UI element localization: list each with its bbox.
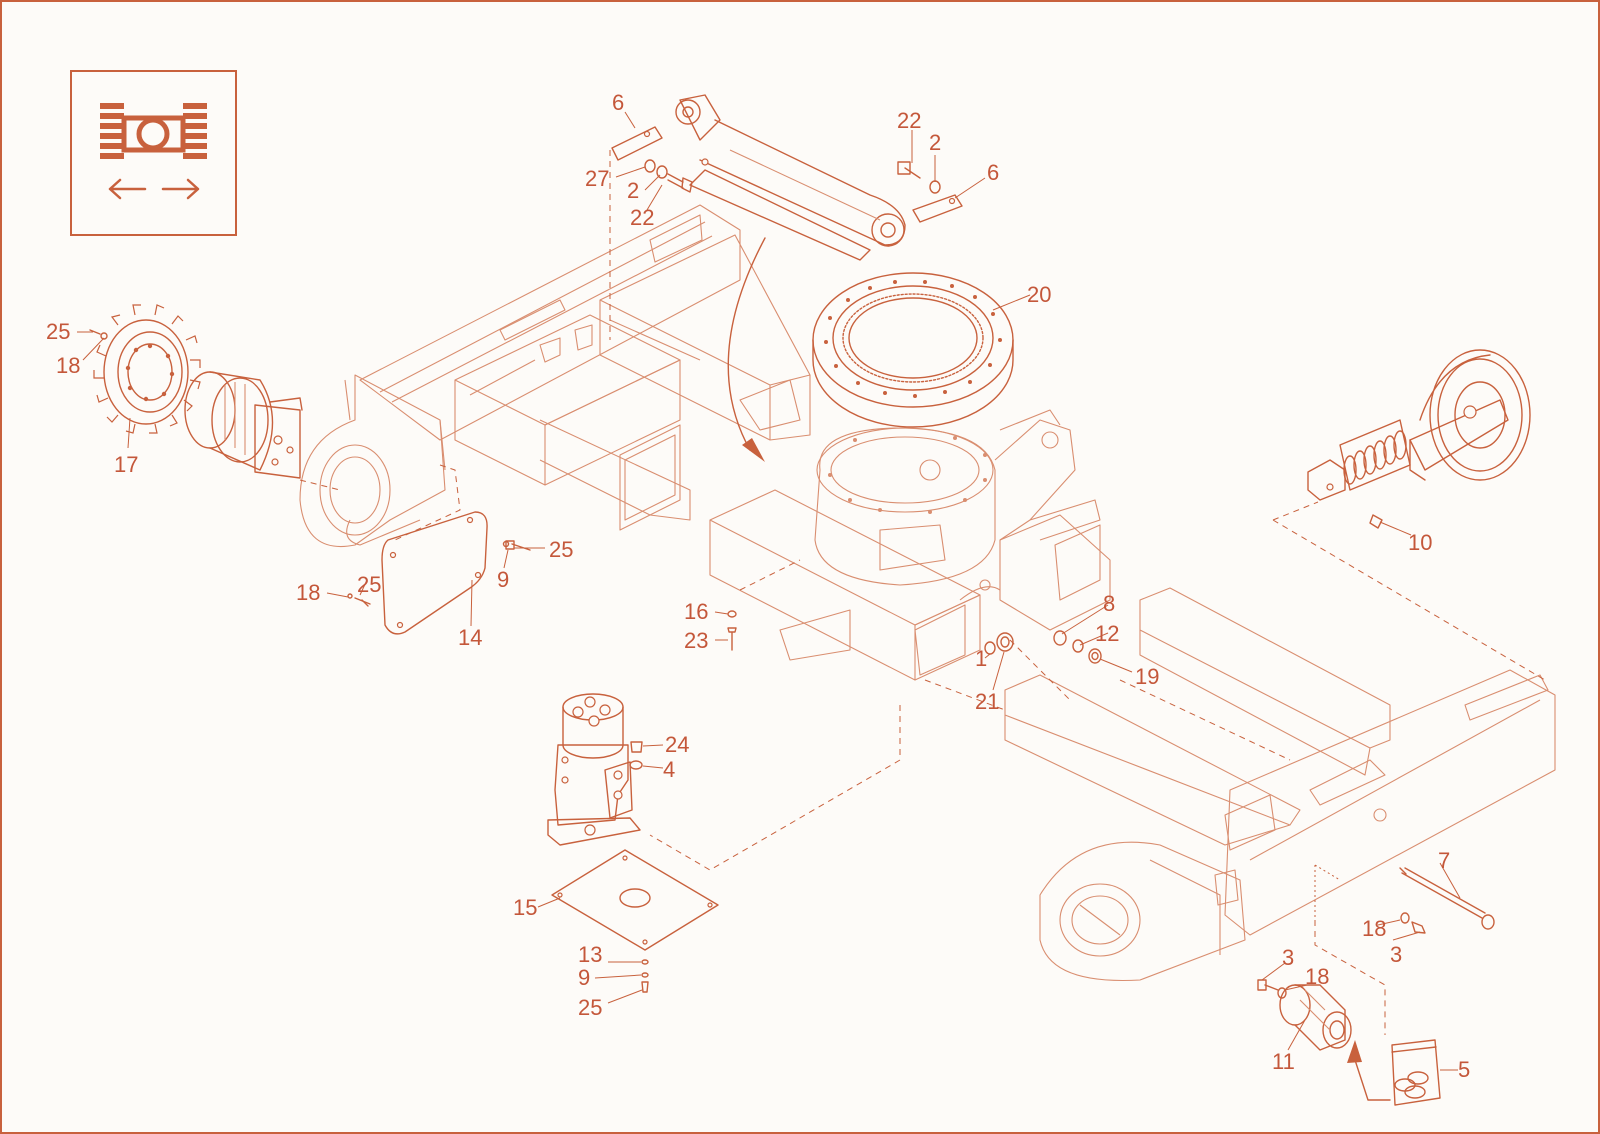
right-track-frame <box>1004 587 1556 982</box>
callout-numbers: 6 27 2 22 22 2 6 20 25 18 17 25 9 18 25 … <box>46 90 1470 1082</box>
callout-leaders <box>77 111 1461 1071</box>
callout-25: 25 <box>357 572 381 597</box>
callout-6: 6 <box>987 160 999 185</box>
callout-14: 14 <box>458 625 482 650</box>
callout-4: 4 <box>663 757 675 782</box>
callout-24: 24 <box>665 732 689 757</box>
turntable-housing <box>814 409 1076 586</box>
callout-23: 23 <box>684 628 708 653</box>
gasket-plate <box>551 849 719 951</box>
callout-10: 10 <box>1408 530 1432 555</box>
callout-18: 18 <box>296 580 320 605</box>
drive-sprocket <box>93 304 201 434</box>
callout-18: 18 <box>1362 916 1386 941</box>
callout-22: 22 <box>897 108 921 133</box>
cover-plate <box>381 511 488 635</box>
callout-25: 25 <box>46 319 70 344</box>
install-direction-arrow <box>727 237 766 462</box>
callout-22: 22 <box>630 205 654 230</box>
callout-6: 6 <box>612 90 624 115</box>
callout-12: 12 <box>1095 621 1119 646</box>
callout-8: 8 <box>1103 591 1115 616</box>
callout-2: 2 <box>929 130 941 155</box>
callout-7: 7 <box>1438 848 1450 873</box>
callout-2: 2 <box>627 178 639 203</box>
idler-wheel-assembly <box>1307 349 1531 501</box>
rotary-joint <box>547 693 641 846</box>
callout-18: 18 <box>1305 964 1329 989</box>
small-fasteners <box>89 126 1495 999</box>
callout-11: 11 <box>1272 1049 1295 1074</box>
callout-25: 25 <box>549 537 573 562</box>
callout-19: 19 <box>1135 664 1159 689</box>
center-cross-beam <box>709 489 1111 681</box>
callout-5: 5 <box>1458 1057 1470 1082</box>
center-frame-beams <box>454 234 811 531</box>
callout-27: 27 <box>585 166 609 191</box>
left-track-frame <box>299 204 741 547</box>
assembly-guide-lines <box>299 150 1546 1035</box>
callout-21: 21 <box>975 689 999 714</box>
blade-cylinder <box>675 94 906 261</box>
callout-3: 3 <box>1282 945 1294 970</box>
callout-16: 16 <box>684 599 708 624</box>
callout-18: 18 <box>56 353 80 378</box>
callout-13: 13 <box>578 942 602 967</box>
callout-9: 9 <box>497 567 509 592</box>
parts-bag <box>1347 1039 1441 1106</box>
slewing-ring <box>812 272 1014 428</box>
callout-9: 9 <box>578 965 590 990</box>
callout-25: 25 <box>578 995 602 1020</box>
track-roller <box>1279 984 1352 1051</box>
callout-3: 3 <box>1390 942 1402 967</box>
callout-15: 15 <box>513 895 537 920</box>
callout-17: 17 <box>114 452 138 477</box>
travel-motor <box>184 371 303 479</box>
callout-1: 1 <box>975 646 987 671</box>
callout-20: 20 <box>1027 282 1051 307</box>
track-travel-icon <box>70 70 237 236</box>
